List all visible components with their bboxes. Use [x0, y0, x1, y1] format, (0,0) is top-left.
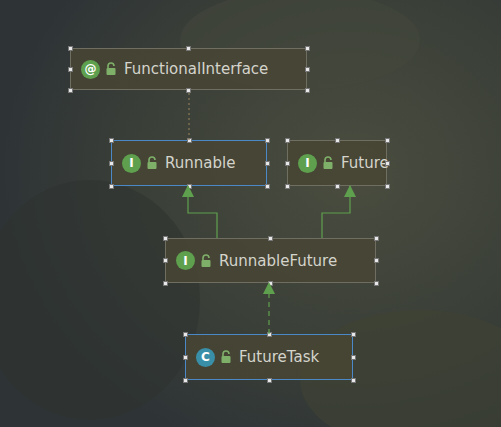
- type-icon: C: [196, 348, 215, 367]
- class-name: FutureTask: [239, 348, 319, 366]
- type-icon: I: [298, 154, 317, 173]
- inheritance-arrow: [268, 283, 269, 334]
- type-icon: @: [81, 60, 100, 79]
- selection-handle: [68, 88, 73, 93]
- class-name: RunnableFuture: [219, 252, 337, 270]
- selection-handle: [374, 258, 379, 263]
- class-box: C FutureTask: [185, 334, 353, 380]
- selection-handle: [267, 332, 272, 337]
- selection-handle: [267, 378, 272, 383]
- access-icon: [322, 156, 334, 170]
- selection-handle: [163, 281, 168, 286]
- selection-handle: [68, 67, 73, 72]
- selection-handle: [335, 184, 340, 189]
- selection-handle: [385, 184, 390, 189]
- selection-handle: [163, 258, 168, 263]
- inheritance-arrow: [188, 186, 217, 238]
- selection-handle: [305, 46, 310, 51]
- type-icon: I: [122, 154, 141, 173]
- inheritance-arrow: [322, 186, 350, 238]
- selection-handle: [385, 138, 390, 143]
- selection-handle: [351, 378, 356, 383]
- selection-handle: [268, 236, 273, 241]
- selection-handle: [183, 378, 188, 383]
- selection-handle: [285, 184, 290, 189]
- selection-handle: [163, 236, 168, 241]
- type-icon: I: [176, 251, 195, 270]
- selection-handle: [186, 46, 191, 51]
- selection-handle: [109, 161, 114, 166]
- selection-handle: [265, 161, 270, 166]
- selection-handle: [183, 332, 188, 337]
- access-icon: [146, 156, 158, 170]
- selection-handle: [374, 236, 379, 241]
- selection-handle: [335, 138, 340, 143]
- selection-handle: [183, 355, 188, 360]
- selection-handle: [187, 138, 192, 143]
- selection-handle: [268, 281, 273, 286]
- selection-handle: [374, 281, 379, 286]
- class-box: I Future: [287, 140, 387, 186]
- selection-handle: [109, 138, 114, 143]
- selection-handle: [68, 46, 73, 51]
- access-icon: [200, 254, 212, 268]
- access-icon: [220, 350, 232, 364]
- selection-handle: [351, 332, 356, 337]
- selection-handle: [109, 184, 114, 189]
- inheritance-arrow: [188, 90, 189, 140]
- class-name: Runnable: [165, 154, 235, 172]
- selection-handle: [385, 161, 390, 166]
- selection-handle: [305, 88, 310, 93]
- selection-handle: [265, 184, 270, 189]
- selection-handle: [305, 67, 310, 72]
- class-name: FunctionalInterface: [124, 60, 268, 78]
- selection-handle: [351, 355, 356, 360]
- class-box: @ FunctionalInterface: [70, 48, 307, 90]
- selection-handle: [186, 88, 191, 93]
- selection-handle: [285, 138, 290, 143]
- selection-handle: [187, 184, 192, 189]
- selection-handle: [285, 161, 290, 166]
- access-icon: [105, 62, 117, 76]
- selection-handle: [265, 138, 270, 143]
- class-box: I Runnable: [111, 140, 267, 186]
- class-box: I RunnableFuture: [165, 238, 376, 283]
- class-name: Future: [341, 154, 389, 172]
